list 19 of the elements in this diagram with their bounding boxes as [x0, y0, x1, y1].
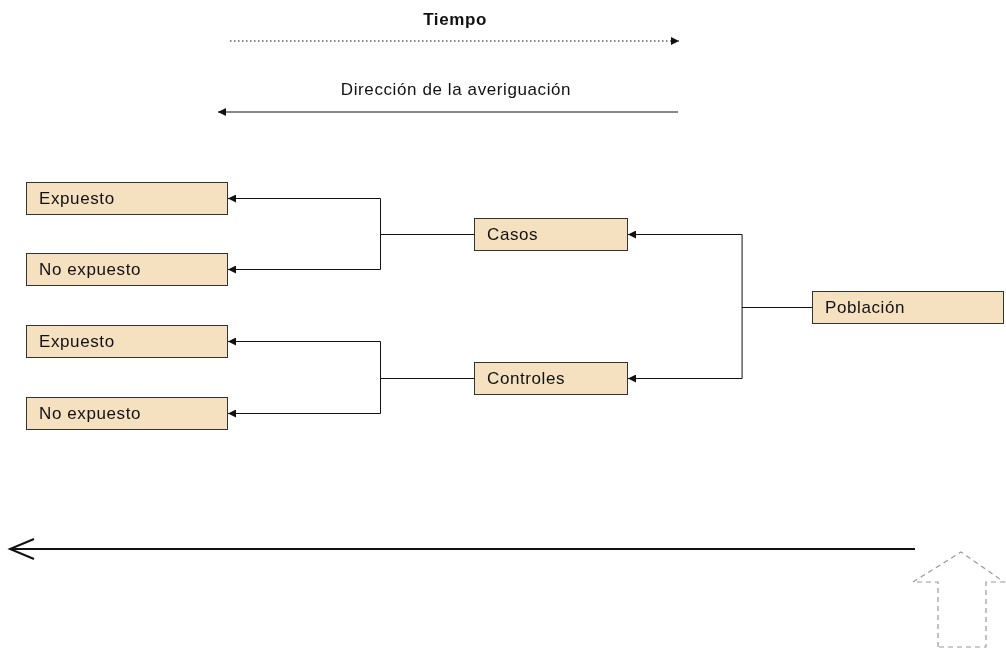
label-box: [26, 325, 228, 358]
box-label: Controles: [487, 368, 566, 389]
label-box: [474, 362, 628, 395]
label-box: [474, 218, 628, 251]
box-label: Expuesto: [39, 188, 115, 209]
box-label: No expuesto: [39, 259, 142, 280]
connector-arrow: [227, 234, 475, 274]
axis-title: Tiempo: [423, 10, 487, 30]
label-box: [812, 291, 1004, 324]
label-box: [26, 397, 228, 430]
box-label: No expuesto: [39, 403, 142, 424]
box-label: Expuesto: [39, 331, 115, 352]
direction-label: Dirección de la averiguación: [340, 80, 572, 100]
connector-arrow: [627, 307, 813, 383]
label-box: [26, 253, 228, 286]
box-label: Población: [825, 297, 906, 318]
label-box: [26, 182, 228, 215]
box-label: Casos: [487, 224, 539, 245]
connector-arrow: [227, 378, 475, 418]
